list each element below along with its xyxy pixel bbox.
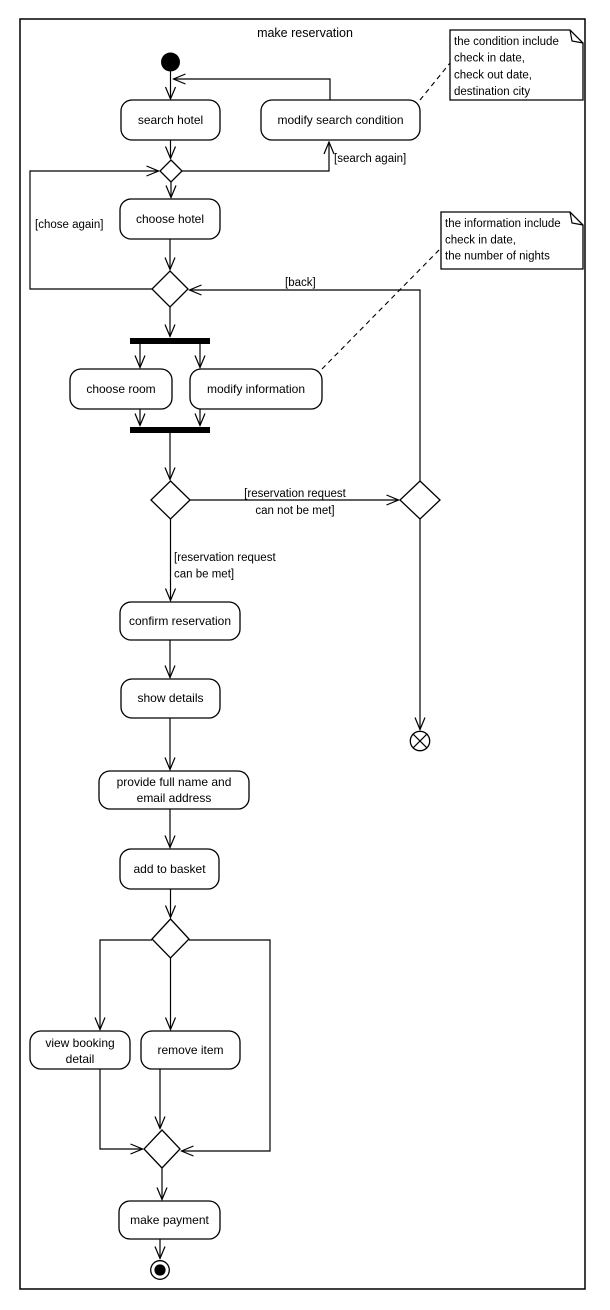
activity-add-to-basket: add to basket bbox=[119, 848, 220, 890]
note-information-line3: the number of nights bbox=[445, 251, 550, 263]
decision-basket-action bbox=[151, 918, 190, 959]
merge-before-payment bbox=[143, 1129, 181, 1169]
edge-modify-search-to-mainline bbox=[174, 79, 331, 100]
decision-reservation-request bbox=[150, 480, 191, 520]
diagram-title: make reservation bbox=[257, 26, 353, 40]
activity-label-line2: detail bbox=[66, 1052, 95, 1066]
activity-label: choose room bbox=[86, 382, 155, 396]
activity-choose-room: choose room bbox=[69, 368, 173, 410]
guard-met-line2: can be met] bbox=[174, 569, 234, 581]
note-anchor-information bbox=[321, 247, 442, 370]
note-condition-line2: check in date, bbox=[454, 53, 525, 65]
guard-chose-again: [chose again] bbox=[35, 219, 103, 231]
note-information-line1: the information include bbox=[445, 218, 561, 230]
note-anchor-condition bbox=[419, 62, 451, 101]
activity-modify-search-condition: modify search condition bbox=[260, 99, 421, 141]
activity-label: search hotel bbox=[138, 113, 203, 127]
activity-label: confirm reservation bbox=[129, 614, 231, 628]
guard-search-again: [search again] bbox=[334, 153, 406, 165]
note-condition: the condition include check in date, che… bbox=[449, 29, 584, 101]
activity-label-line1: view booking bbox=[45, 1036, 114, 1050]
edge-view-booking-to-merge6 bbox=[99, 1069, 143, 1149]
initial-node bbox=[161, 52, 180, 72]
activity-label: make payment bbox=[130, 1213, 209, 1227]
decision-search-result bbox=[159, 159, 183, 183]
activity-provide-full-name: provide full name and email address bbox=[98, 770, 250, 810]
final-node bbox=[150, 1260, 170, 1280]
edge-decision5-bypass-to-merge6 bbox=[182, 939, 271, 1151]
guard-not-met-line1: [reservation request bbox=[244, 488, 346, 500]
flow-final-node bbox=[409, 730, 431, 752]
activity-label: add to basket bbox=[133, 862, 206, 876]
diagram-frame bbox=[19, 18, 586, 1290]
decision-not-met bbox=[399, 480, 441, 520]
guard-back: [back] bbox=[285, 277, 316, 289]
activity-label-line2: email address bbox=[137, 791, 212, 805]
activity-show-details: show details bbox=[120, 678, 221, 719]
note-information: the information include check in date, t… bbox=[440, 211, 584, 270]
activity-label: remove item bbox=[157, 1043, 223, 1057]
guard-not-met-line2: can not be met] bbox=[255, 505, 334, 517]
merge-choose-hotel bbox=[151, 270, 189, 308]
edge-decision1-to-modify-search bbox=[182, 142, 329, 172]
activity-search-hotel: search hotel bbox=[120, 99, 221, 141]
activity-remove-item: remove item bbox=[140, 1030, 241, 1070]
activity-label: modify information bbox=[207, 382, 305, 396]
edge-back-loop bbox=[190, 290, 421, 481]
note-information-line2: check in date, bbox=[445, 235, 516, 247]
note-condition-line4: destination city bbox=[454, 86, 530, 98]
edge-decision5-to-view-booking bbox=[100, 939, 152, 1030]
activity-label: show details bbox=[137, 691, 203, 705]
fork-bar bbox=[130, 338, 210, 344]
edge-chose-again-loop bbox=[29, 171, 159, 290]
join-bar bbox=[130, 427, 210, 433]
note-condition-line3: check out date, bbox=[454, 69, 532, 81]
guard-met-line1: [reservation request bbox=[174, 552, 276, 564]
activity-label: choose hotel bbox=[136, 212, 204, 226]
activity-choose-hotel: choose hotel bbox=[119, 198, 221, 240]
note-condition-line1: the condition include bbox=[454, 36, 559, 48]
activity-modify-information: modify information bbox=[189, 368, 323, 410]
activity-label: modify search condition bbox=[277, 113, 403, 127]
activity-view-booking-detail: view booking detail bbox=[29, 1030, 131, 1070]
activity-confirm-reservation: confirm reservation bbox=[119, 601, 241, 641]
activity-make-payment: make payment bbox=[118, 1200, 221, 1240]
activity-label-line1: provide full name and bbox=[117, 775, 232, 789]
